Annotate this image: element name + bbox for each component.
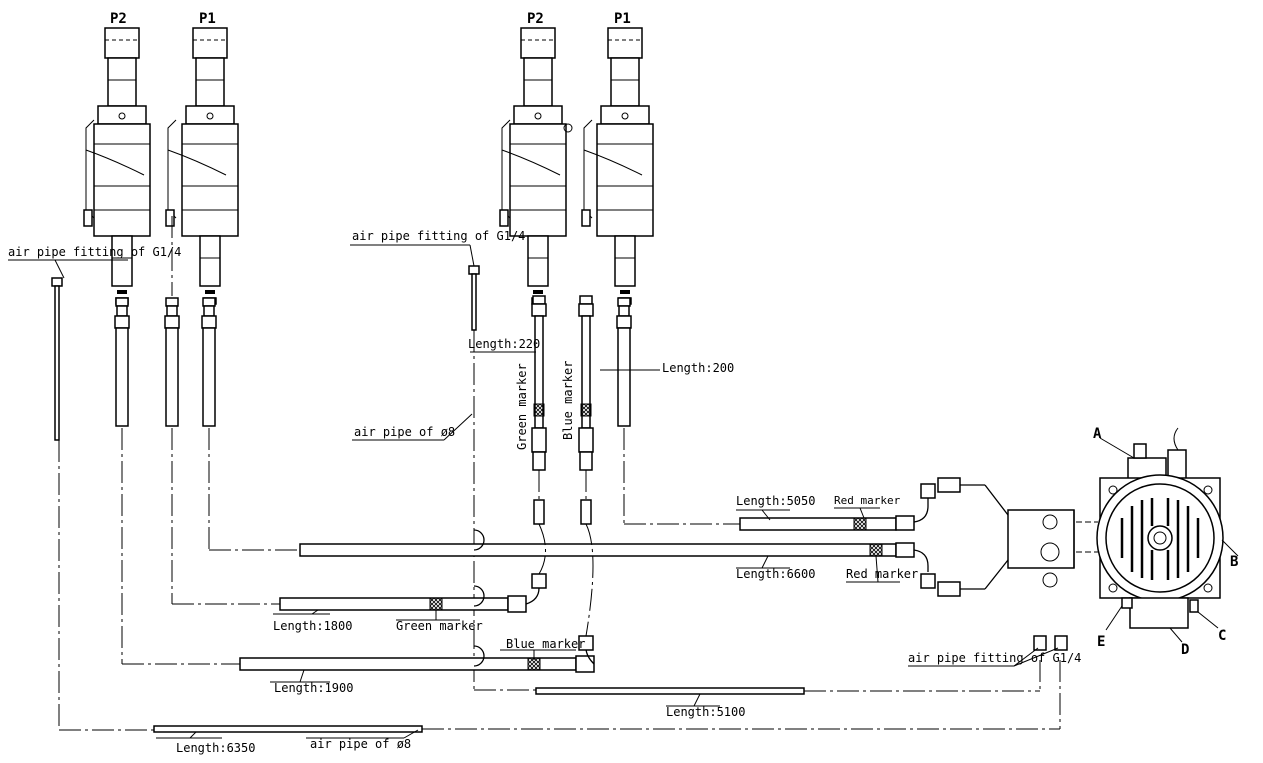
pipe-routes <box>58 428 1068 733</box>
left-hoses <box>51 216 217 441</box>
motor-point-b: B <box>1230 554 1238 570</box>
length-220-label: Length:220 <box>468 337 540 351</box>
green-marker-vertical-swatch <box>533 403 545 417</box>
fitting-mid-label: air pipe fitting of G1/4 <box>352 229 525 243</box>
valve-block <box>937 477 1098 597</box>
length-1800-label: Length:1800 <box>273 619 352 633</box>
fitting-left-label: air pipe fitting of G1/4 <box>8 245 181 259</box>
green-marker-vertical-label: Green marker <box>515 363 529 450</box>
callout-lines <box>8 244 1239 739</box>
red-marker-top-label: Red marker <box>834 494 901 507</box>
cylinder-p2-right: P2 <box>499 11 573 305</box>
right-hoses <box>531 295 632 525</box>
pipe-mid-label: air pipe of ø8 <box>354 425 455 439</box>
motor-point-d: D <box>1181 642 1189 658</box>
cylinder-p1-left-label: P1 <box>199 11 216 27</box>
motor-point-a: A <box>1093 426 1102 442</box>
cylinder-p2-right-label: P2 <box>527 11 544 27</box>
length-6600-label: Length:6600 <box>736 567 815 581</box>
motor-point-e: E <box>1097 634 1105 650</box>
blue-marker-vertical-swatch <box>580 403 592 417</box>
length-200-label: Length:200 <box>662 361 734 375</box>
length-5100-label: Length:5100 <box>666 705 745 719</box>
cylinder-p2-left-label: P2 <box>110 11 127 27</box>
green-marker-horizontal-label: Green marker <box>396 619 483 633</box>
mid-air-fitting <box>468 265 480 690</box>
cylinder-p2-left: P2 <box>83 11 151 305</box>
red-marker-bottom-label: Red marker <box>846 567 918 581</box>
length-1900-label: Length:1900 <box>274 681 353 695</box>
pipe-bottom-label: air pipe of ø8 <box>310 737 411 751</box>
fitting-right-label: air pipe fitting of G1/4 <box>908 651 1081 665</box>
length-6350-label: Length:6350 <box>176 741 255 755</box>
cylinder-p1-right-label: P1 <box>614 11 631 27</box>
diagram-labels: air pipe fitting of G1/4 air pipe fittin… <box>8 229 1238 755</box>
motor-pump <box>1096 427 1224 629</box>
cylinder-p1-left: P1 <box>165 11 239 305</box>
blue-marker-vertical-label: Blue marker <box>561 361 575 440</box>
motor-point-c: C <box>1218 628 1226 644</box>
length-5050-label: Length:5050 <box>736 494 815 508</box>
cylinder-p1-right: P1 <box>581 11 654 305</box>
blue-marker-horizontal-label: Blue marker <box>506 637 585 651</box>
